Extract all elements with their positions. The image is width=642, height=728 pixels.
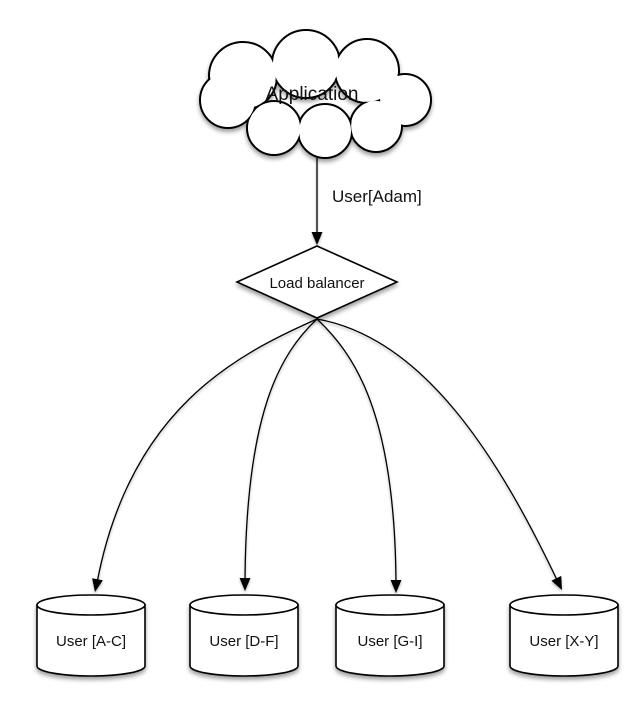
edge-lb-to-shard-2 [239, 318, 318, 591]
arrowhead-lb-to-shard-1 [92, 578, 103, 592]
edge-lb-to-shard-4 [316, 318, 562, 590]
arrowhead-lb-to-shard-4 [551, 575, 562, 590]
diamond-shape [235, 245, 399, 319]
shard-label-2: User [D-F] [209, 633, 278, 650]
shard-node-3: User [G-I] [335, 594, 445, 677]
cloud-shape-inner-fill [201, 31, 430, 157]
arrowhead-lb-to-shard-3 [390, 580, 402, 593]
edge-lb-to-shard-1 [92, 318, 318, 592]
edge-label-user-adam: User[Adam] [332, 187, 422, 206]
cylinder-top [335, 594, 445, 616]
cylinder-shape [335, 604, 445, 677]
edges-layer [92, 150, 562, 593]
cylinder-top [509, 594, 619, 616]
shard-label-1: User [A-C] [56, 633, 126, 650]
cylinder-shape [36, 604, 146, 677]
load-balancer-node [235, 245, 399, 319]
arrowhead-app-to-lb [311, 232, 323, 245]
load-balancer-label: Load balancer [269, 275, 364, 292]
cylinder-top [36, 594, 146, 616]
application-cloud-node [199, 29, 432, 159]
shard-label-3: User [G-I] [357, 633, 422, 650]
shard-label-4: User [X-Y] [529, 633, 598, 650]
cylinder-top [189, 594, 299, 616]
shard-node-1: User [A-C] [36, 594, 146, 677]
cylinder-shape [189, 604, 299, 677]
arrowhead-lb-to-shard-2 [239, 578, 251, 591]
shard-node-4: User [X-Y] [509, 594, 619, 677]
edge-lb-to-shard-3 [316, 318, 402, 593]
cylinder-shape [509, 604, 619, 677]
application-label: Application [266, 84, 359, 105]
edge-app-to-lb [311, 150, 323, 245]
shard-node-2: User [D-F] [189, 594, 299, 677]
